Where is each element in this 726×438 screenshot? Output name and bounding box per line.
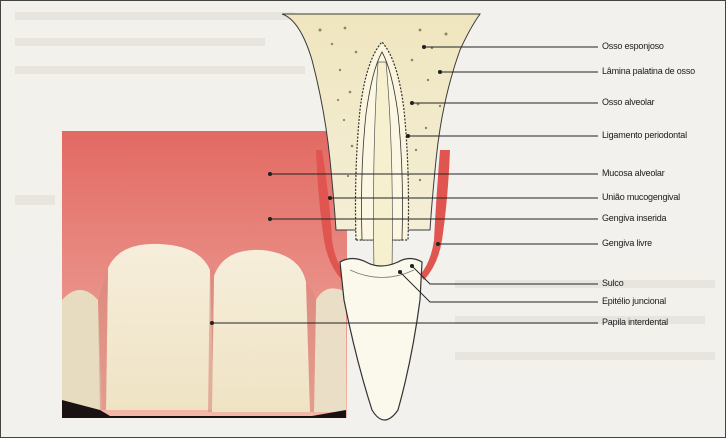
label-lamina-palatina: Lâmina palatina de osso [602, 66, 695, 76]
label-osso-esponjoso: Osso esponjoso [602, 41, 664, 51]
label-gengiva-inserida: Gengiva inserida [602, 213, 666, 223]
label-osso-alveolar: Osso alveolar [602, 97, 654, 107]
label-papila-interdental: Papila interdental [602, 317, 668, 327]
label-ligamento-periodontal: Ligamento periodontal [602, 130, 687, 140]
label-gengiva-livre: Gengiva livre [602, 238, 652, 248]
label-mucosa-alveolar: Mucosa alveolar [602, 168, 665, 178]
label-epitelio-juncional: Epitélio juncional [602, 296, 666, 306]
label-sulco: Sulco [602, 278, 624, 288]
label-uniao-mucogengival: União mucogengival [602, 192, 680, 202]
